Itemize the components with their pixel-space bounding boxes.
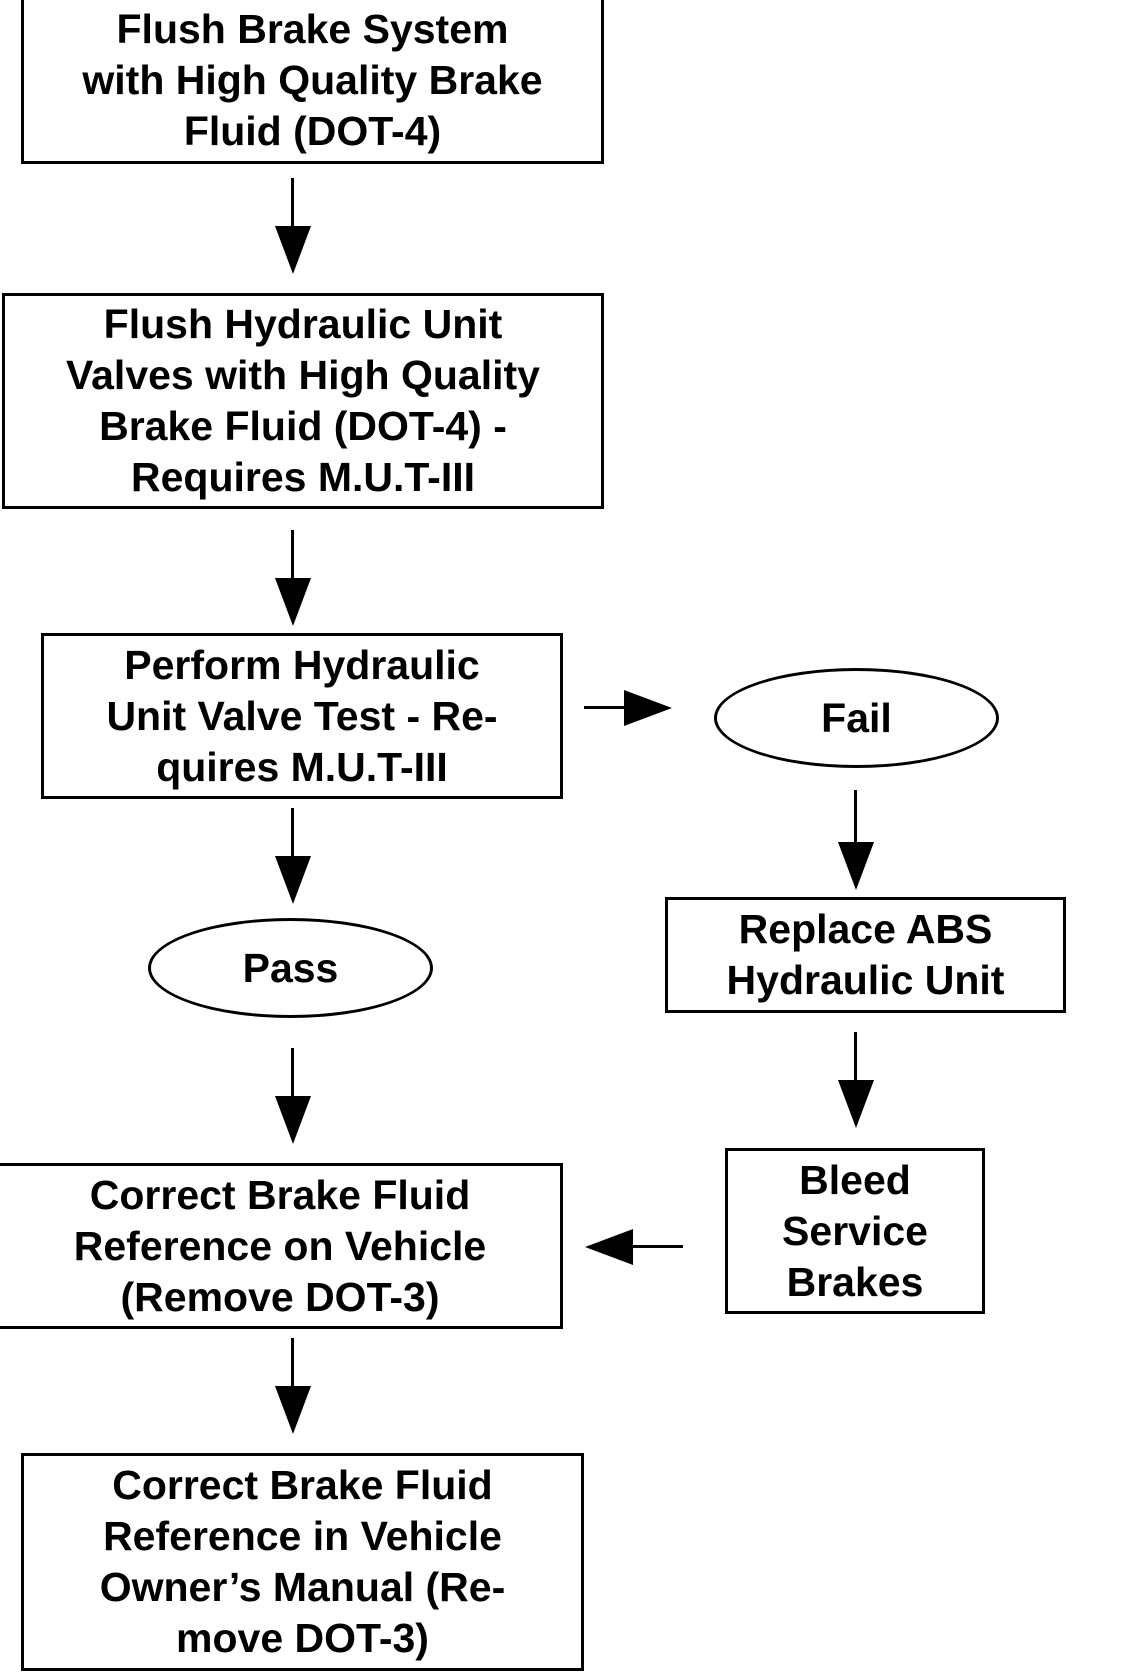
node-correct-vehicle-ref-label: Correct Brake Fluid Reference on Vehicle…	[73, 1171, 487, 1320]
node-fail: Fail	[714, 668, 999, 768]
arrow-replace-bleed-line	[854, 1032, 857, 1080]
node-pass: Pass	[148, 918, 433, 1018]
arrow-1-head	[275, 226, 311, 274]
arrow-2-line	[291, 530, 294, 578]
node-flush-brake-system-label: Flush Brake System with High Quality Bra…	[82, 5, 543, 154]
node-fail-label: Fail	[821, 694, 892, 741]
arrow-pass-correct-head	[275, 1096, 311, 1144]
arrow-fail-head	[624, 690, 672, 726]
arrow-replace-bleed-head	[838, 1080, 874, 1128]
node-pass-label: Pass	[242, 944, 339, 991]
arrow-fail-replace-line	[854, 790, 857, 842]
arrow-vehicle-manual-head	[275, 1386, 311, 1434]
arrow-bleed-correct-line	[633, 1245, 683, 1248]
node-flush-hydraulic-valves: Flush Hydraulic Unit Valves with High Qu…	[2, 293, 604, 509]
arrow-pass-correct-line	[291, 1048, 294, 1096]
arrow-2-head	[275, 578, 311, 626]
arrow-fail-replace-head	[838, 842, 874, 890]
arrow-fail-line	[584, 706, 624, 709]
node-replace-abs: Replace ABS Hydraulic Unit	[665, 897, 1066, 1013]
node-correct-vehicle-ref: Correct Brake Fluid Reference on Vehicle…	[0, 1163, 563, 1329]
node-replace-abs-label: Replace ABS Hydraulic Unit	[726, 906, 1005, 1003]
node-correct-manual-ref-label: Correct Brake Fluid Reference in Vehicle…	[99, 1462, 506, 1661]
arrow-bleed-correct-head	[585, 1229, 633, 1265]
node-bleed-brakes-label: Bleed Service Brakes	[782, 1156, 928, 1305]
arrow-vehicle-manual-line	[291, 1338, 294, 1386]
node-valve-test: Perform Hydraulic Unit Valve Test - Re- …	[41, 633, 563, 799]
node-correct-manual-ref: Correct Brake Fluid Reference in Vehicle…	[21, 1453, 584, 1671]
node-flush-brake-system: Flush Brake System with High Quality Bra…	[21, 0, 604, 164]
node-valve-test-label: Perform Hydraulic Unit Valve Test - Re- …	[106, 641, 498, 790]
arrow-test-pass-line	[291, 808, 294, 856]
arrow-test-pass-head	[275, 856, 311, 904]
arrow-1-line	[291, 178, 294, 226]
node-flush-hydraulic-valves-label: Flush Hydraulic Unit Valves with High Qu…	[66, 301, 540, 500]
node-bleed-brakes: Bleed Service Brakes	[725, 1148, 985, 1314]
